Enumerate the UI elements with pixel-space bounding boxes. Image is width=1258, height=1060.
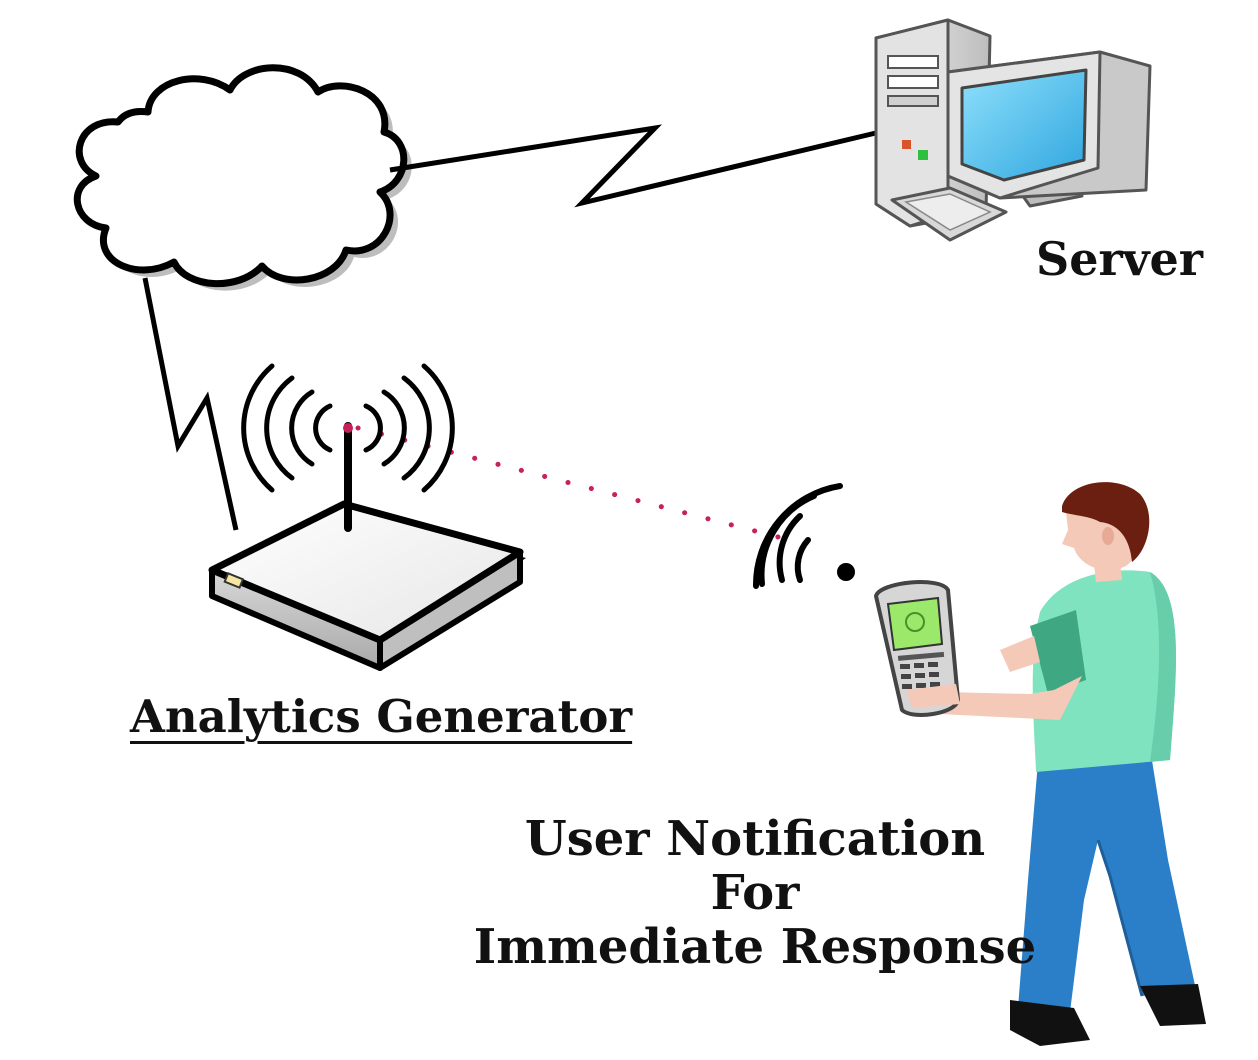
phone-signal-waves-icon: [752, 483, 843, 589]
person-icon: [940, 482, 1206, 1046]
mobile-phone-icon: [874, 580, 960, 717]
cloud-server-link: [389, 124, 881, 208]
wireless-router-icon: [208, 422, 526, 671]
user-notification-line-1: User Notification: [524, 811, 986, 867]
desktop-computer-icon: [874, 18, 1152, 242]
server-label: Server: [1036, 232, 1203, 286]
user-notification-line-3: Immediate Response: [473, 919, 1037, 975]
cloud-icon: [73, 64, 412, 291]
cloud-router-link: [142, 277, 239, 531]
phone-signal-dot: [837, 563, 855, 581]
router-signal-waves-icon: [241, 363, 455, 493]
router-signal-dot: [343, 423, 353, 433]
wireless-dotted-link: [355, 425, 785, 541]
user-notification-line-2: For: [710, 865, 800, 921]
analytics-generator-label: Analytics Generator: [130, 690, 633, 743]
user-notification-label: User Notification For Immediate Response: [470, 812, 1040, 974]
